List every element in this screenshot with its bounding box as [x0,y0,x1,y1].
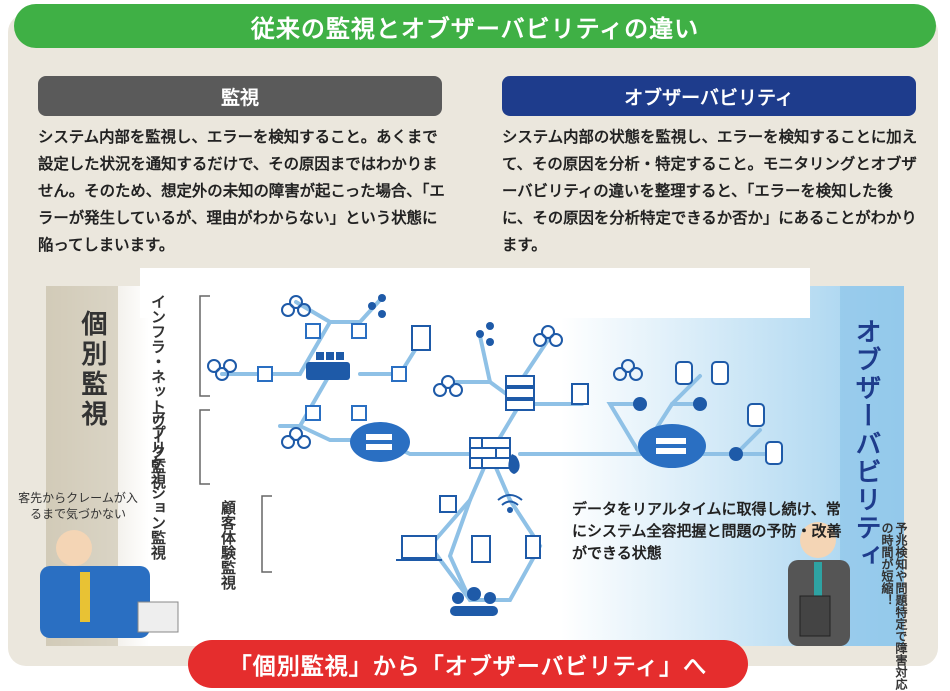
database-icon [675,361,783,465]
hex-cluster-icon [207,295,643,449]
page-title: 従来の監視とオブザーバビリティの違い [14,4,936,48]
individual-monitoring-label: 個別監視 [77,310,107,430]
document-icon [411,325,589,405]
observability-label: オブザーバビリティ [851,318,881,570]
infra-network-monitoring-label: インフラ・ネットワーク監視 [149,294,167,489]
worried-person-illustration [40,530,179,638]
app-bracket [199,409,210,485]
fire-icon [508,454,520,474]
right-note: 予兆検知や問題特定で障害対応の時間が短縮！ [880,522,908,690]
firewall-icon [469,437,511,469]
server-icon [505,375,535,411]
right-band [840,286,904,646]
observability-description: システム内部の状態を監視し、エラーを検知することに加えて、その原因を分析・特定す… [502,128,918,254]
share-icon [368,294,494,346]
node-squares [257,323,407,421]
wifi-icon [497,494,523,513]
device-icons [396,495,541,563]
users-icon [450,587,498,616]
observability-caption: データをリアルタイムに取得し続け、常にシステム全容把握と問題の予防・改善ができる… [572,500,842,562]
application-monitoring-label: アプリケーション監視 [149,410,167,560]
transition-banner: 「個別監視」から「オブザーバビリティ」へ [188,640,748,688]
observability-heading: オブザーバビリティ [502,76,916,116]
left-note: 客先からクレームが入るまで気づかない [18,491,138,521]
cx-bracket [261,495,272,573]
confident-person-illustration [788,522,850,646]
cloud-server-icon [350,422,706,468]
diagram-white-panel [140,268,810,318]
monitoring-heading: 監視 [38,76,442,116]
customer-experience-monitoring-label: 顧客体験監視 [219,500,237,590]
infra-bracket [199,295,210,397]
container-icon [306,352,350,380]
shield-icon [633,397,743,461]
monitoring-description: システム内部を監視し、エラーを検知すること。あくまで設定した状況を通知するだけで… [38,128,445,254]
